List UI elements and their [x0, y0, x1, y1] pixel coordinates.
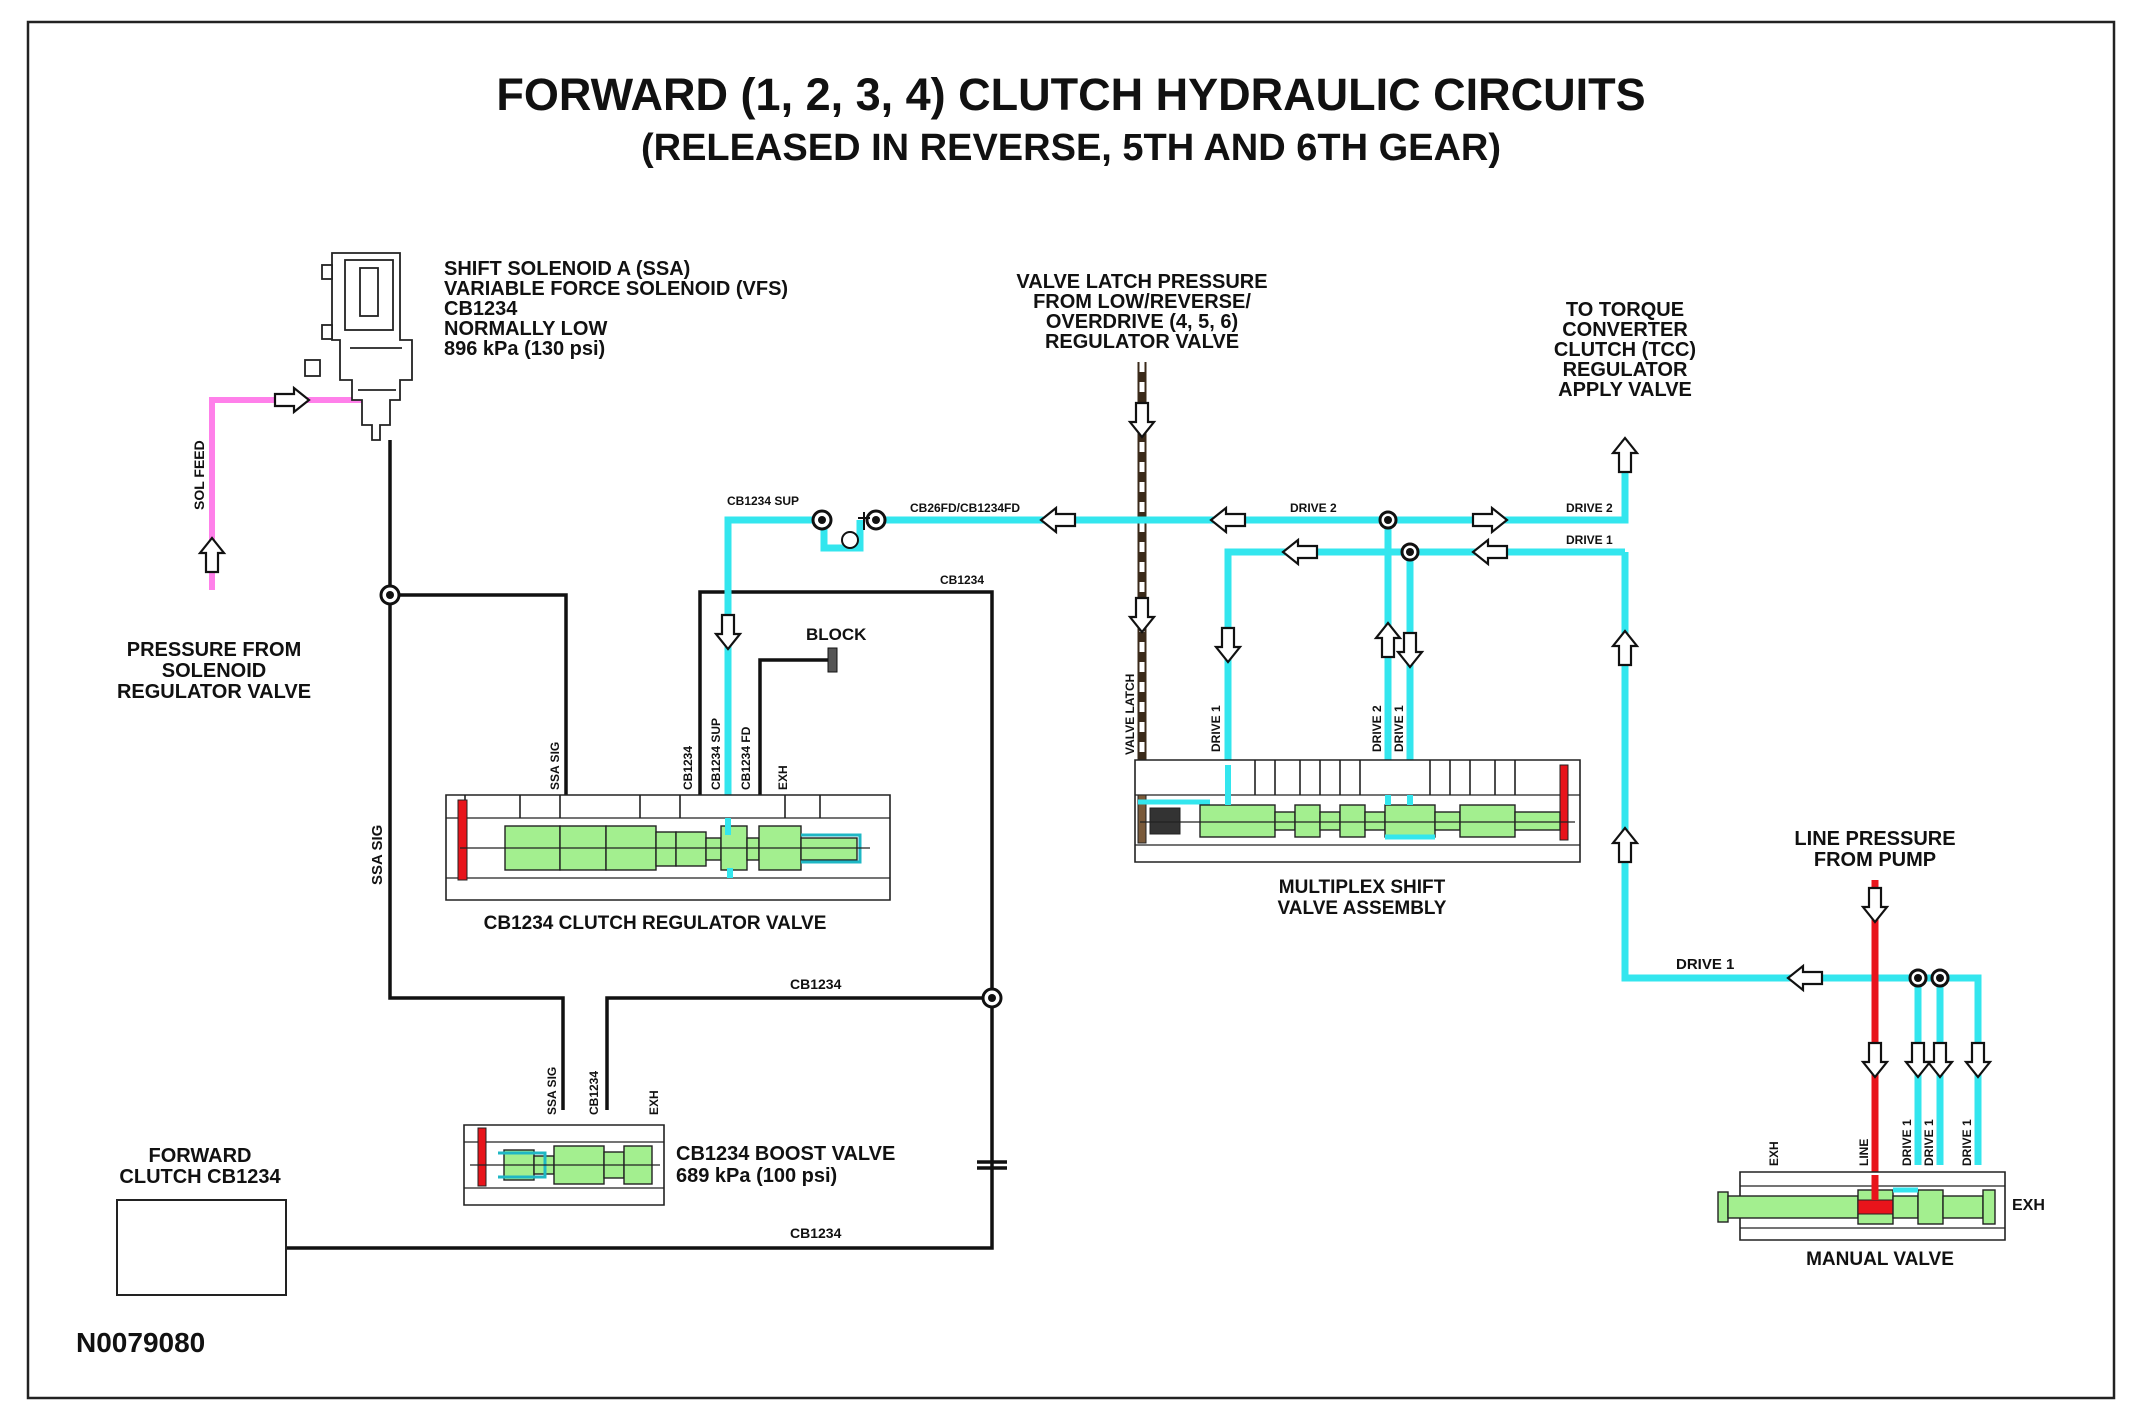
multiplex-port-drive1-left: DRIVE 1 [1209, 705, 1223, 752]
title-line-2: (RELEASED IN REVERSE, 5TH AND 6TH GEAR) [641, 127, 1501, 169]
shift-solenoid-a [304, 252, 413, 441]
title-line-1: FORWARD (1, 2, 3, 4) CLUTCH HYDRAULIC CI… [496, 69, 1645, 120]
solenoid-line-2: VARIABLE FORCE SOLENOID (VFS) [444, 278, 788, 300]
arrow-down-manual-3 [1964, 1041, 1992, 1079]
manual-valve-name: MANUAL VALVE [1806, 1249, 1954, 1270]
cb1234-top-label: CB1234 [940, 573, 984, 587]
regulator-port-cb1234-sup: CB1234 SUP [709, 718, 723, 790]
boost-valve-line-2: 689 kPa (100 psi) [676, 1165, 837, 1187]
arrow-down-manual-1 [1904, 1041, 1932, 1079]
manual-port-drive1-b: DRIVE 1 [1922, 1119, 1936, 1166]
figure-id: N0079080 [76, 1327, 205, 1358]
arrow-left-cb26fd [1039, 506, 1077, 534]
drive2-right-label: DRIVE 2 [1566, 501, 1613, 515]
tcc-dest-4: REGULATOR [1563, 359, 1688, 381]
drive-circuits: CB1234 SUP CB26FD/CB1234FD DRIVE 2 DRIVE… [714, 436, 1992, 1165]
arrow-down-drive1 [1396, 631, 1424, 669]
diagram-frame [26, 20, 2116, 1400]
manual-port-drive1-a: DRIVE 1 [1900, 1119, 1914, 1166]
sol-feed-circuit: SOL FEED PRESSURE FROM SOLENOID REGULATO… [117, 386, 378, 703]
multiplex-valve-line-2: VALVE ASSEMBLY [1278, 898, 1447, 919]
cb1234-boost-valve: SSA SIG CB1234 EXH [463, 1067, 665, 1206]
sol-feed-source-1: PRESSURE FROM [127, 639, 301, 661]
arrow-right-drive2 [1471, 506, 1509, 534]
arrow-right-sol-feed [273, 386, 311, 414]
boost-port-cb1234: CB1234 [587, 1071, 601, 1115]
arrow-down-line-pressure-1 [1861, 886, 1889, 924]
arrow-up-drive2 [1374, 621, 1402, 659]
arrow-down-cb1234-sup [714, 613, 742, 651]
arrow-left-drive1-bottom [1786, 964, 1824, 992]
cb1234-mid-label: CB1234 [790, 976, 842, 992]
manual-exh-right: EXH [2012, 1197, 2045, 1214]
multiplex-port-valve-latch: VALVE LATCH [1123, 674, 1137, 755]
valve-latch-source-1: VALVE LATCH PRESSURE [1016, 271, 1267, 293]
boost-port-ssa-sig: SSA SIG [545, 1067, 559, 1115]
arrow-down-manual-2 [1926, 1041, 1954, 1079]
drive2-mid-label: DRIVE 2 [1290, 501, 1337, 515]
boost-port-exh: EXH [647, 1090, 661, 1115]
arrow-up-drive1-lower [1611, 826, 1639, 864]
tcc-dest-1: TO TORQUE [1566, 299, 1684, 321]
line-pressure-source-1: LINE PRESSURE [1794, 828, 1955, 850]
arrow-down-valve-latch-1 [1128, 401, 1156, 439]
line-pressure-source-2: FROM PUMP [1814, 849, 1936, 871]
valve-latch-source-2: FROM LOW/REVERSE/ [1033, 291, 1251, 313]
multiplex-port-drive1-right: DRIVE 1 [1392, 705, 1406, 752]
arrow-up-sol-feed [198, 536, 226, 574]
arrow-down-drive1-left [1214, 626, 1242, 664]
solenoid-line-1: SHIFT SOLENOID A (SSA) [444, 258, 690, 280]
boost-valve-line-1: CB1234 BOOST VALVE [676, 1143, 895, 1165]
tcc-dest-2: CONVERTER [1562, 319, 1688, 341]
manual-port-exh: EXH [1767, 1141, 1781, 1166]
manual-port-line: LINE [1857, 1139, 1871, 1166]
ssa-sig-vertical-label: SSA SIG [369, 825, 386, 885]
sol-feed-source-3: REGULATOR VALVE [117, 681, 311, 703]
block-passage: BLOCK [758, 625, 867, 795]
clutch-line-2: CLUTCH CB1234 [119, 1166, 281, 1188]
arrow-left-drive2 [1209, 506, 1247, 534]
regulator-port-cb1234-fd: CB1234 FD [739, 726, 753, 790]
cb1234-bottom-label: CB1234 [790, 1225, 842, 1241]
regulator-port-exh: EXH [776, 765, 790, 790]
multiplex-port-drive2: DRIVE 2 [1370, 705, 1384, 752]
cb1234-circuit: CB1234 CB1234 CB1234 [287, 573, 1007, 1250]
manual-valve: EXH LINE DRIVE 1 DRIVE 1 DRIVE 1 EXH MAN… [1717, 1119, 2045, 1270]
regulator-port-ssa-sig: SSA SIG [548, 742, 562, 790]
regulator-valve-name: CB1234 CLUTCH REGULATOR VALVE [484, 913, 827, 934]
cb1234-clutch-regulator-valve: CB1234 CLUTCH REGULATOR VALVE SSA SIG CB… [445, 718, 891, 934]
ssa-signal-circuit: SSA SIG [369, 440, 568, 1110]
solenoid-line-4: NORMALLY LOW [444, 318, 607, 340]
cb26fd-label: CB26FD/CB1234FD [910, 501, 1020, 515]
valve-latch-source-3: OVERDRIVE (4, 5, 6) [1046, 311, 1238, 333]
forward-clutch-box [116, 1199, 287, 1296]
arrow-left-drive1-mid [1281, 538, 1319, 566]
tcc-dest-5: APPLY VALVE [1558, 379, 1692, 401]
arrow-up-tcc [1611, 436, 1639, 474]
sol-feed-label: SOL FEED [191, 440, 207, 510]
arrow-left-drive1-right [1471, 538, 1509, 566]
sol-feed-source-2: SOLENOID [162, 660, 266, 682]
solenoid-line-3: CB1234 [444, 298, 518, 320]
multiplex-shift-valve-assembly: VALVE LATCH DRIVE 1 DRIVE 2 DRIVE 1 MULT… [1123, 674, 1581, 919]
solenoid-line-5: 896 kPa (130 psi) [444, 338, 605, 360]
manual-port-drive1-c: DRIVE 1 [1960, 1119, 1974, 1166]
valve-latch-source-4: REGULATOR VALVE [1045, 331, 1239, 353]
arrow-down-valve-latch-2 [1128, 596, 1156, 634]
drive1-bottom-label: DRIVE 1 [1676, 956, 1734, 973]
multiplex-valve-line-1: MULTIPLEX SHIFT [1279, 877, 1446, 898]
cb1234-sup-label: CB1234 SUP [727, 494, 799, 508]
tcc-dest-3: CLUTCH (TCC) [1554, 339, 1696, 361]
arrow-down-line-pressure-2 [1861, 1041, 1889, 1079]
drive1-right-label: DRIVE 1 [1566, 533, 1613, 547]
line-pressure-circuit: LINE PRESSURE FROM PUMP [1794, 828, 1956, 1175]
block-label: BLOCK [806, 625, 867, 644]
clutch-line-1: FORWARD [149, 1145, 252, 1167]
arrow-up-drive1-right [1611, 629, 1639, 667]
valve-latch-circuit: VALVE LATCH PRESSURE FROM LOW/REVERSE/ O… [1016, 271, 1268, 795]
regulator-port-cb1234: CB1234 [681, 746, 695, 790]
